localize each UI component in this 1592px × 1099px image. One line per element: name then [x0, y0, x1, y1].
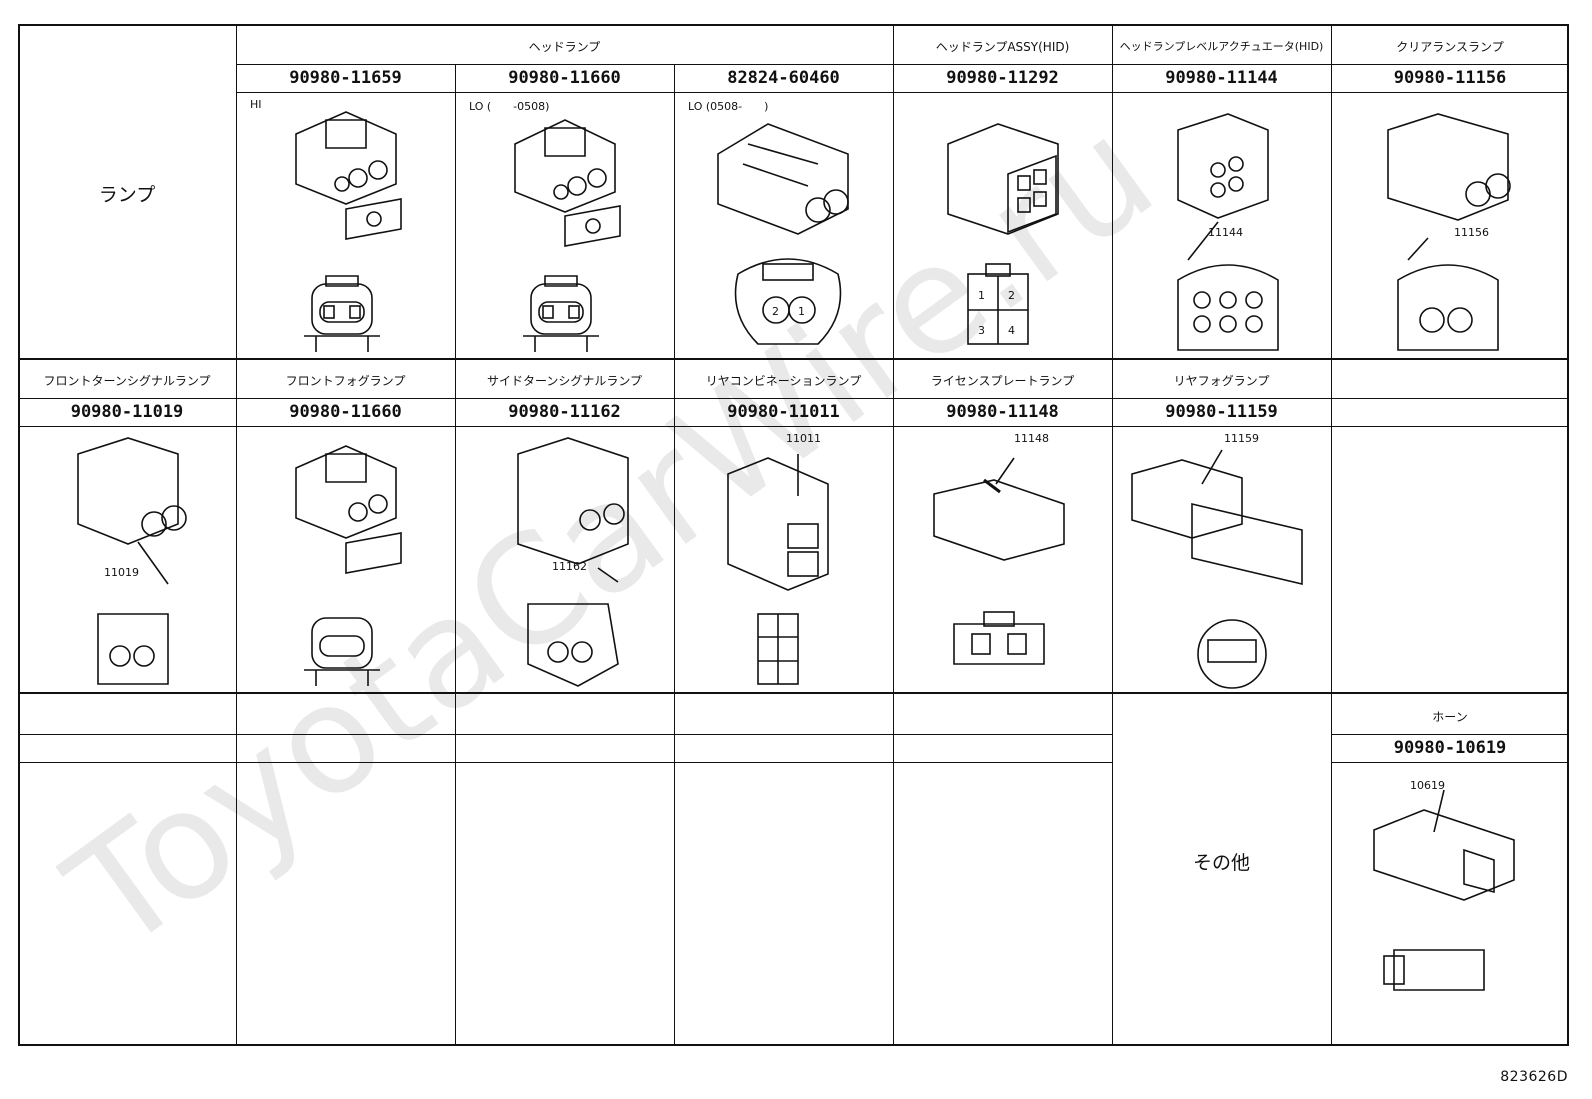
category-label: ランプ — [98, 184, 156, 206]
connector-drawing — [276, 438, 426, 688]
note-lo-after: LO (0508- ) — [688, 100, 769, 113]
svg-text:1: 1 — [798, 305, 805, 318]
connector-drawing — [924, 444, 1074, 684]
connector-drawing: 2 1 — [708, 114, 868, 354]
part-number: 90980-11144 — [1165, 68, 1278, 88]
connector-drawing — [1378, 110, 1528, 360]
part-number: 90980-11019 — [70, 402, 184, 422]
caption-side-turn-signal: サイドターンシグナルランプ — [486, 374, 643, 388]
connector-drawing — [58, 434, 208, 694]
group-leveling-actuator: ヘッドランプレベルアクチュエータ(HID) — [1119, 40, 1324, 53]
group-clearance-lamp: クリアランスランプ — [1396, 40, 1504, 54]
group-headlamp-assy-hid: ヘッドランプASSY(HID) — [935, 40, 1070, 54]
svg-text:1: 1 — [978, 289, 985, 302]
caption-horn: ホーン — [1432, 710, 1468, 724]
part-number: 90980-10619 — [1393, 738, 1507, 758]
caption-license-plate: ライセンスプレートランプ — [930, 374, 1075, 388]
caption-front-fog: フロントフォグランプ — [285, 374, 406, 388]
part-number: 90980-11011 — [727, 402, 840, 422]
connector-drawing — [1122, 444, 1322, 694]
callout-label: 11019 — [104, 566, 139, 579]
other-label: その他 — [1192, 852, 1250, 874]
caption-front-turn-signal: フロントターンシグナルランプ — [43, 374, 211, 388]
callout-label: 11148 — [1014, 432, 1049, 445]
note-hi: HI — [250, 98, 262, 111]
caption-rear-fog: リヤフォグランプ — [1173, 374, 1270, 388]
part-number: 90980-11292 — [946, 68, 1059, 88]
note-lo-before: LO ( -0508) — [469, 100, 550, 113]
part-number: 82824-60460 — [727, 68, 840, 88]
callout-label: 11011 — [786, 432, 821, 445]
part-number: 90980-11148 — [946, 402, 1059, 422]
callout-label: 11156 — [1454, 226, 1489, 239]
callout-label: 11144 — [1208, 226, 1243, 239]
part-number: 90980-11159 — [1165, 402, 1278, 422]
svg-text:3: 3 — [978, 324, 985, 337]
connector-drawing — [276, 104, 426, 354]
connector-drawing — [1364, 780, 1534, 1030]
connector-table: ランプ ヘッドランプ ヘッドランプASSY(HID) ヘッドランプレベルアクチュ… — [18, 24, 1569, 1046]
group-headlamp: ヘッドランプ — [528, 40, 601, 54]
svg-text:4: 4 — [1008, 324, 1015, 337]
connector-drawing: 1 2 3 4 — [938, 114, 1078, 354]
part-number: 90980-11156 — [1393, 68, 1507, 88]
svg-text:2: 2 — [772, 305, 779, 318]
part-number: 90980-11660 — [289, 402, 402, 422]
callout-label: 10619 — [1410, 779, 1445, 792]
caption-rear-combination: リヤコンビネーションランプ — [705, 374, 862, 388]
part-number: 90980-11659 — [289, 68, 402, 88]
svg-text:2: 2 — [1008, 289, 1015, 302]
callout-label: 11159 — [1224, 432, 1259, 445]
connector-drawing — [1158, 110, 1298, 360]
callout-label: 11162 — [552, 560, 587, 573]
connector-drawing — [718, 444, 858, 694]
connector-drawing — [495, 104, 645, 354]
part-number: 90980-11162 — [508, 402, 621, 422]
part-number: 90980-11660 — [508, 68, 621, 88]
connector-drawing — [498, 434, 648, 694]
document-id: 823626D — [1500, 1069, 1568, 1085]
